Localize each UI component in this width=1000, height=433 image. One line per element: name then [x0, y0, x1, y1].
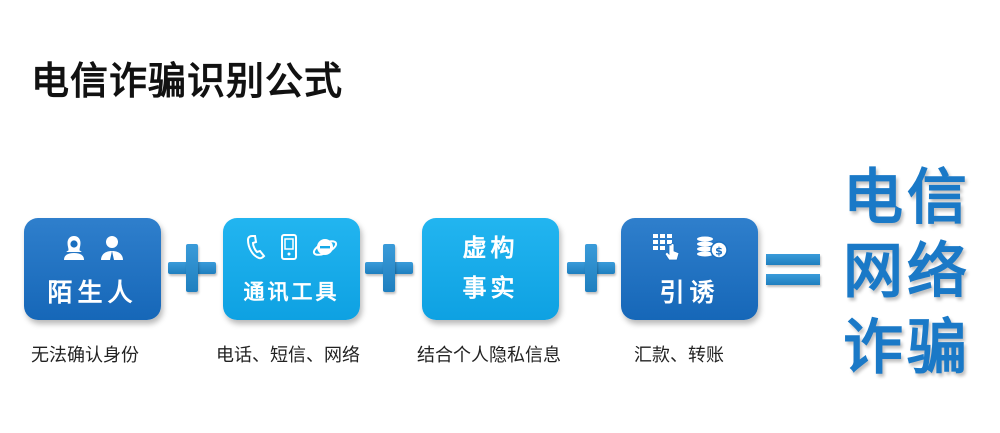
- plus-bar: [383, 244, 395, 292]
- svg-text:$: $: [715, 245, 723, 258]
- caption-lure: 汇款、转账: [634, 345, 724, 366]
- card-stranger: 陌生人: [24, 218, 161, 320]
- card-lure-label: 引诱: [659, 278, 720, 307]
- plus-bar: [585, 244, 597, 292]
- card-fabricated-label-line2: 事实: [462, 274, 519, 302]
- result-line-2: 网络: [843, 237, 971, 307]
- card-lure-icons: $: [621, 232, 758, 262]
- equals-bar: [766, 254, 820, 265]
- page-title: 电信诈骗识别公式: [31, 59, 344, 103]
- female-user-icon: [62, 234, 86, 260]
- card-stranger-icons: [24, 232, 161, 262]
- plus-operator-2: [365, 244, 413, 292]
- mobile-phone-icon: [280, 234, 298, 260]
- card-fabricated-facts: 虚构 事实: [422, 218, 559, 320]
- internet-explorer-icon: [312, 234, 338, 260]
- equals-operator: [766, 252, 820, 288]
- phone-icon: [246, 234, 266, 260]
- card-fabricated-label-line1: 虚构: [462, 234, 519, 262]
- caption-fabricated-facts: 结合个人隐私信息: [417, 345, 561, 366]
- coins-dollar-icon: $: [696, 233, 728, 261]
- plus-operator-1: [168, 244, 216, 292]
- result-line-1: 电信: [843, 163, 971, 233]
- card-communication-tools: 通讯工具: [223, 218, 360, 320]
- card-communication-icons: [223, 232, 360, 262]
- caption-stranger: 无法确认身份: [31, 345, 139, 366]
- male-user-icon: [100, 234, 124, 260]
- keypad-touch-icon: [652, 233, 682, 261]
- caption-communication-tools: 电话、短信、网络: [216, 345, 360, 366]
- plus-operator-3: [567, 244, 615, 292]
- result-line-3: 诈骗: [843, 313, 971, 383]
- card-lure: $ 引诱: [621, 218, 758, 320]
- plus-bar: [186, 244, 198, 292]
- card-stranger-label: 陌生人: [47, 278, 138, 307]
- equals-bar: [766, 274, 820, 285]
- card-communication-label: 通讯工具: [243, 280, 340, 304]
